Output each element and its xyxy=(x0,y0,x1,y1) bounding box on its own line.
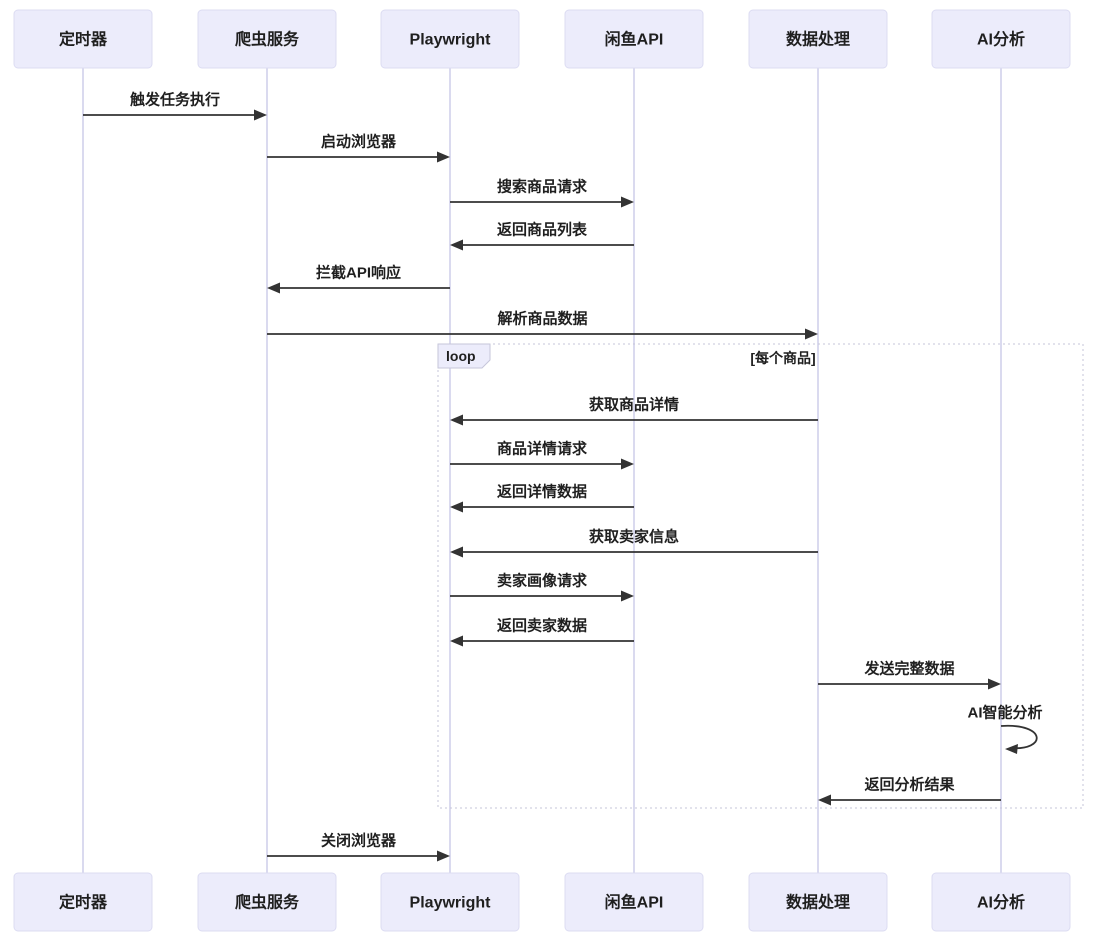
actor-box-timer-bottom xyxy=(13,872,153,932)
message-16-label: 关闭浏览器 xyxy=(321,832,397,850)
message-1-label: 触发任务执行 xyxy=(130,91,220,109)
actor-box-ai-analysis-bottom xyxy=(931,872,1071,932)
loop-frame xyxy=(437,343,1084,809)
actor-box-data-processing-bottom xyxy=(748,872,888,932)
message-12-label: 返回卖家数据 xyxy=(497,617,587,635)
loop-label: loop xyxy=(446,348,476,364)
actor-box-crawler-top xyxy=(197,9,337,69)
message-5-label: 拦截API响应 xyxy=(316,264,401,282)
loop-condition: [每个商品] xyxy=(750,350,815,366)
message-1-arrowhead xyxy=(254,109,267,121)
actor-label-crawler-bottom: 爬虫服务 xyxy=(234,893,300,912)
message-13-arrowhead xyxy=(988,678,1001,690)
actor-label-ai-analysis-top: AI分析 xyxy=(977,30,1025,49)
actor-box-crawler-bottom xyxy=(197,872,337,932)
message-14-self-loop-line xyxy=(1000,725,1038,749)
message-6-arrowhead xyxy=(805,328,818,340)
actor-label-xianyu-api-bottom: 闲鱼API xyxy=(605,893,664,912)
message-6-label: 解析商品数据 xyxy=(497,310,587,328)
actor-label-playwright-top: Playwright xyxy=(410,32,492,49)
actor-box-xianyu-api-bottom xyxy=(564,872,704,932)
actor-label-playwright-bottom: Playwright xyxy=(410,895,492,912)
message-2-arrowhead xyxy=(437,151,450,163)
loop-label-tab xyxy=(437,343,491,369)
message-12-arrowhead xyxy=(450,635,463,647)
actor-label-xianyu-api-top: 闲鱼API xyxy=(605,30,664,49)
message-13-label: 发送完整数据 xyxy=(863,660,954,678)
message-4-label: 返回商品列表 xyxy=(497,221,588,239)
message-14-arrowhead xyxy=(1005,744,1018,754)
message-5-arrowhead xyxy=(267,282,280,294)
message-9-label: 返回详情数据 xyxy=(497,483,587,501)
actor-label-data-processing-top: 数据处理 xyxy=(786,30,850,49)
actor-label-timer-top: 定时器 xyxy=(58,30,108,49)
message-7-label: 获取商品详情 xyxy=(589,396,679,414)
message-3-arrowhead xyxy=(621,196,634,208)
actor-box-timer-top xyxy=(13,9,153,69)
message-3-label: 搜索商品请求 xyxy=(497,178,588,196)
message-8-arrowhead xyxy=(621,458,634,470)
actor-box-ai-analysis-top xyxy=(931,9,1071,69)
message-15-label: 返回分析结果 xyxy=(864,776,955,794)
message-14-label: AI智能分析 xyxy=(967,704,1042,722)
actor-label-timer-bottom: 定时器 xyxy=(58,893,108,912)
message-16-arrowhead xyxy=(437,850,450,862)
message-9-arrowhead xyxy=(450,501,463,513)
actor-label-crawler-top: 爬虫服务 xyxy=(234,30,300,49)
message-15-arrowhead xyxy=(818,794,831,806)
message-10-label: 获取卖家信息 xyxy=(589,528,679,546)
message-10-arrowhead xyxy=(450,546,463,558)
message-11-arrowhead xyxy=(621,590,634,602)
actor-label-ai-analysis-bottom: AI分析 xyxy=(977,893,1025,912)
actor-box-playwright-top xyxy=(380,9,520,69)
message-11-label: 卖家画像请求 xyxy=(497,572,588,590)
actor-box-playwright-bottom xyxy=(380,872,520,932)
actor-box-data-processing-top xyxy=(748,9,888,69)
message-7-arrowhead xyxy=(450,414,463,426)
message-4-arrowhead xyxy=(450,239,463,251)
actor-label-data-processing-bottom: 数据处理 xyxy=(786,893,850,912)
message-2-label: 启动浏览器 xyxy=(321,133,397,151)
actor-box-xianyu-api-top xyxy=(564,9,704,69)
message-8-label: 商品详情请求 xyxy=(497,440,588,458)
